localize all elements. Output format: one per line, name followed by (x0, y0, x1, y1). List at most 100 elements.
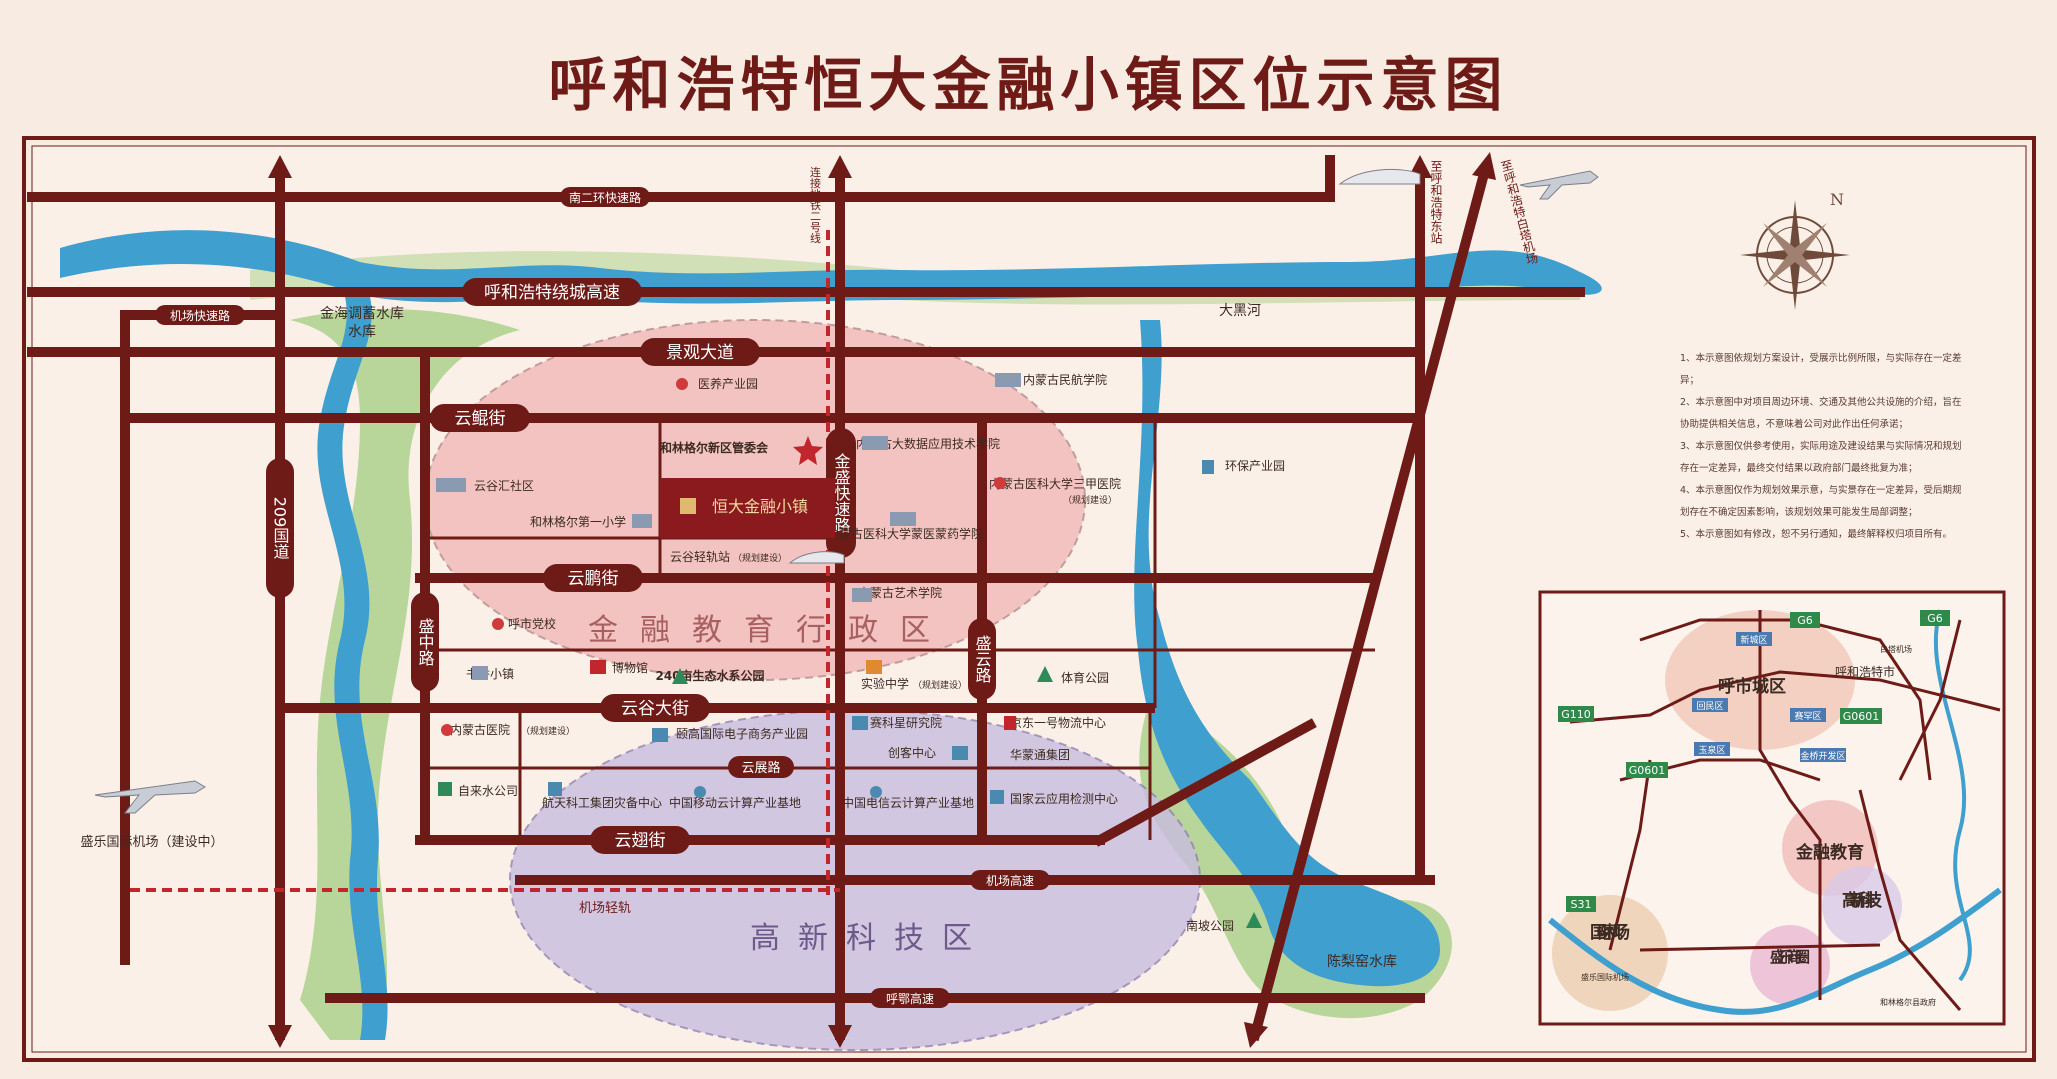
inset-road-7 (1858, 789, 1962, 1011)
arrow-baita (1472, 152, 1496, 180)
inset-city: 呼市城区 (1718, 676, 1786, 697)
building-icon (952, 746, 968, 760)
building-icon (472, 666, 488, 680)
hospital-icon (994, 477, 1006, 489)
building-icon (862, 436, 888, 450)
poi-yidong: 中国移动云计算产业基地 (669, 795, 801, 810)
airplane-icon (94, 780, 206, 814)
label-metro2: 连接地铁二号线 (809, 166, 822, 243)
poi-shengtai: 240亩生态水系公园 (655, 668, 764, 683)
poi-shiyan: 实验中学 (861, 676, 909, 691)
school-icon (866, 660, 882, 674)
label-bg-yungu (600, 694, 710, 722)
tag-bg (1920, 610, 1950, 626)
zone-hitech-label: 高新科技区 (750, 921, 990, 956)
building-icon (852, 588, 872, 602)
compass-icon (1740, 200, 1850, 310)
poi-yungu-shequ: 云谷汇社区 (474, 478, 534, 493)
poi-yike-menggu: 内蒙古医科大学蒙医蒙药学院 (827, 526, 983, 541)
label-yunkun: 云鲲街 (455, 409, 506, 429)
label-reservoir: 金海调蓄水库 (320, 306, 404, 322)
poi-minhang: 内蒙古民航学院 (1023, 372, 1107, 387)
inset-g0601b: G0601 (1629, 764, 1666, 777)
arrow-baita-south (1244, 1022, 1268, 1048)
poi-zilaishui: 自来水公司 (458, 784, 518, 798)
inset-huimin: 回民区 (1696, 701, 1723, 712)
project-name: 恒大金融小镇 (712, 497, 808, 516)
note-4: 4、本示意图仅作为规划效果示意，与实景存在一定差异，受后期规划存在不确定因素影响… (1680, 485, 1962, 518)
tag-bg (1694, 742, 1730, 756)
building-icon (436, 478, 466, 492)
tree-icon (1246, 912, 1262, 928)
inset-road-6 (1639, 943, 1881, 952)
inset-river-north (1933, 609, 1972, 982)
label-bg-jingguan (640, 338, 760, 366)
building-icon (652, 728, 668, 742)
tag-bg (1736, 632, 1772, 646)
inset-xincheng: 新城区 (1740, 634, 1767, 646)
inset-shengle-airport: 盛乐国际机场 (1581, 972, 1629, 982)
tag-bg (1840, 708, 1882, 724)
label-jingguan: 景观大道 (666, 343, 734, 363)
building-icon (1202, 460, 1214, 474)
greenbelt-west (290, 309, 520, 1041)
tag-bg (1558, 706, 1594, 722)
arrow-jinsheng-north (828, 155, 852, 178)
label-nan-er-huan: 南二环快速路 (569, 190, 641, 205)
tag-bg (1626, 762, 1668, 778)
poi-hangtian: 航天科工集团灾备中心 (542, 795, 662, 810)
label-bg-yunkun (430, 404, 530, 432)
inset-airport: 国际机场 (1590, 922, 1630, 943)
tag-bg (1692, 698, 1728, 712)
label-bg-shengyun (968, 618, 996, 700)
poi-guanweihui: 和林格尔新区管委会 (659, 440, 769, 455)
building-icon (1004, 716, 1016, 730)
inset-shengle: 盛乐商圈 (1770, 948, 1810, 966)
building-icon (852, 716, 868, 730)
river-east (1134, 320, 1440, 987)
map-title: 呼和浩特恒大金融小镇区位示意图 (548, 51, 1509, 119)
cloud-icon (870, 786, 882, 798)
poi-saike: 赛科星研究院 (870, 715, 942, 730)
train-icon (1338, 168, 1421, 185)
inset-road-4 (1758, 610, 1822, 1000)
poi-qinggui: 云谷轻轨站 (670, 550, 730, 564)
label-airport: 盛乐国际机场（建设中） (80, 835, 223, 850)
poi-diyi-xiaoxue: 和林格尔第一小学 (530, 514, 626, 529)
inset-road-8 (1898, 619, 1962, 781)
inset-map (1538, 590, 2006, 1026)
label-dongzhan: 至呼和浩特东站 (1429, 160, 1443, 244)
label-yunzhan: 云展路 (741, 760, 780, 776)
tag-bg (1790, 708, 1826, 722)
label-raocheng: 呼和浩特绕城高速 (484, 283, 620, 303)
poi-shiyan-note: （规划建设） (913, 679, 967, 691)
label-jinsheng: 金盛快速路 (832, 453, 851, 533)
poi-dianxin: 中国电信云计算产业基地 (842, 795, 974, 810)
label-g209: 209国道 (271, 497, 290, 560)
tag-bg (1800, 748, 1846, 762)
inset-g6a: G6 (1797, 614, 1813, 627)
label-airport-rail: 机场轻轨 (579, 901, 631, 916)
label-jichang-gaosu: 机场高速 (986, 873, 1034, 888)
inset-g6b: G6 (1927, 612, 1943, 625)
arrow-g209-north (268, 155, 292, 178)
airplane-icon (1519, 170, 1599, 200)
note-5: 5、本示意图如有修改，恕不另行通知，最终解释权归项目所有。 (1680, 529, 1953, 540)
building-icon (990, 790, 1004, 804)
inset-road-5 (1608, 759, 1652, 951)
building-icon (995, 373, 1021, 387)
label-bg-jichang-gaosu (970, 870, 1050, 890)
poi-sanjia-note: （规划建设） (1063, 494, 1117, 506)
train-icon (788, 551, 845, 564)
inset-g110: G110 (1561, 708, 1591, 721)
poi-yiyuan-note: （规划建设） (521, 725, 575, 737)
note-1: 1、本示意图依规划方案设计，受展示比例所限，与实际存在一定差异； (1680, 353, 1962, 386)
hospital-icon (441, 724, 453, 736)
label-huhe-gaosu: 呼鄂高速 (886, 991, 934, 1006)
river-dahei (60, 230, 1602, 304)
inset-finance: 金融教育 (1795, 842, 1864, 863)
inset-huhehaote: 呼和浩特市 (1835, 664, 1895, 679)
inset-road-2 (1569, 670, 2001, 724)
inset-yuquan: 玉泉区 (1698, 744, 1725, 756)
